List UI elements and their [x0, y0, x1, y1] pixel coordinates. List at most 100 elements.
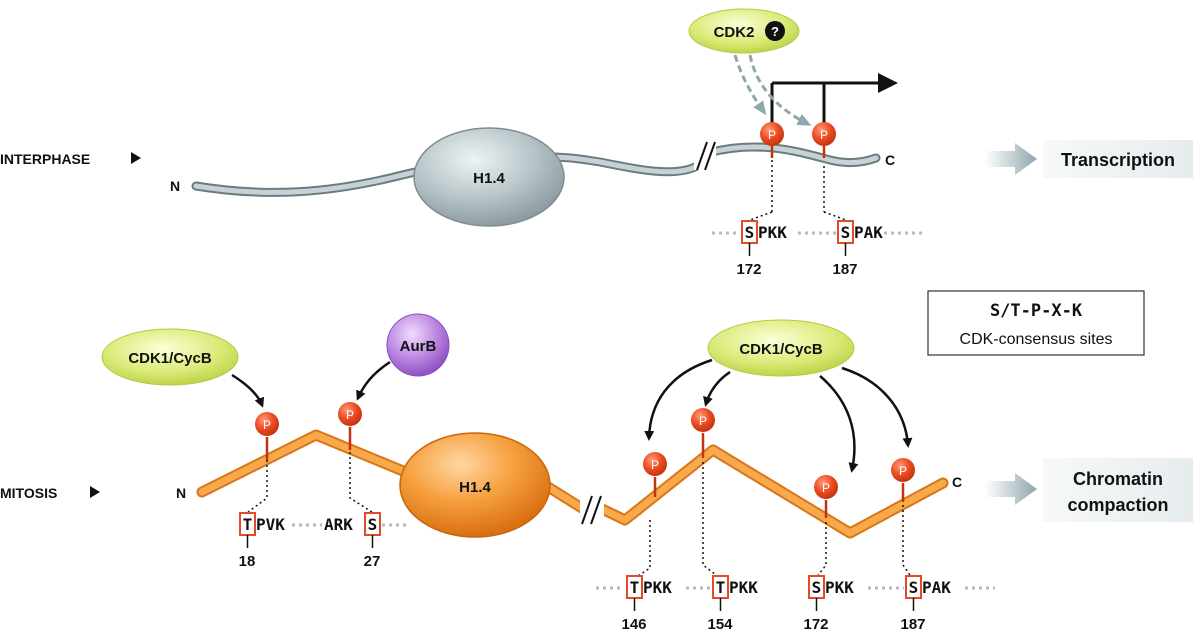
- compaction-label: compaction: [1067, 495, 1168, 515]
- chromatin-label: Chromatin: [1073, 469, 1163, 489]
- site-187-mitosis-residue: S: [909, 578, 919, 597]
- consensus-legend: S/T-P-X-K CDK-consensus sites: [927, 290, 1145, 356]
- site-146-number: 146: [621, 616, 646, 633]
- dropline-154: [702, 462, 721, 579]
- site-27-residue: S: [368, 515, 378, 534]
- dropline-172-bend: [749, 211, 773, 221]
- interphase-protein-label: H1.4: [473, 170, 505, 187]
- site-172-motif: PKK: [758, 223, 787, 242]
- phospho-group-172: P: [760, 122, 784, 158]
- interphase-c-terminus-label: C: [885, 152, 895, 168]
- site-27-motif: ARK: [324, 515, 353, 534]
- interphase-stage-label: INTERPHASE: [0, 151, 90, 167]
- interphase-n-terminus-label: N: [170, 178, 180, 194]
- interphase-h1-4-globular-domain: [413, 127, 565, 227]
- mitosis-stage-label: MITOSIS: [0, 485, 57, 501]
- mitosis-chain-mid: [541, 481, 589, 514]
- site-18-number: 18: [239, 553, 256, 570]
- site-154-number: 154: [707, 616, 733, 633]
- question-icon: [765, 21, 785, 41]
- mitosis-n-terminus-label: N: [176, 485, 186, 501]
- aurb-kinase: AurB: [386, 313, 450, 377]
- dropline-187-bend: [823, 211, 847, 221]
- transcription-box: [1043, 140, 1193, 178]
- interphase-stage-pointer-icon: [131, 152, 141, 164]
- svg-text:P: P: [263, 418, 271, 432]
- mitosis-h1-4-globular-domain: [399, 432, 551, 538]
- aurb-arrow: [356, 360, 391, 401]
- svg-text:P: P: [899, 464, 907, 478]
- interphase-panel: INTERPHASE H1.4 N C CDK2 ?: [0, 8, 1193, 278]
- cdk1-arrow-172: [819, 375, 859, 473]
- svg-text:P: P: [820, 128, 828, 142]
- site-187-motif: PAK: [854, 223, 883, 242]
- cdk1-left-label: CDK1/CycB: [128, 350, 212, 367]
- svg-text:P: P: [822, 481, 830, 495]
- mitosis-chain-break-mark: [580, 494, 604, 525]
- chromatin-compaction-box: [1043, 458, 1193, 522]
- interphase-chain-c: [709, 144, 879, 166]
- transcription-start-arrow: [770, 73, 898, 128]
- dropline-27: [349, 452, 373, 513]
- site-146-motif: PKK: [643, 578, 672, 597]
- cdk1-left-arrow: [231, 373, 265, 408]
- site-187-mitosis-number: 187: [900, 616, 925, 633]
- site-187-residue: S: [841, 223, 851, 242]
- svg-text:P: P: [768, 128, 776, 142]
- mitosis-protein-label: H1.4: [459, 479, 491, 496]
- mitosis-chain-n: [198, 431, 424, 496]
- phospho-group-187: P: [812, 122, 836, 158]
- site-172-residue: S: [745, 223, 755, 242]
- site-187-number: 187: [832, 261, 857, 278]
- site-172-number: 172: [736, 261, 761, 278]
- mitosis-outcome-arrow: [985, 473, 1037, 505]
- mitosis-n-sequence: T PVK 18 ARK S 27: [239, 512, 410, 570]
- phospho-group-27: P: [338, 402, 362, 450]
- phospho-group-187-mitosis: P: [891, 458, 915, 502]
- cdk2-dashed-arrow-172: [733, 54, 767, 116]
- site-187-mitosis-motif: PAK: [922, 578, 951, 597]
- cdk2-label: CDK2: [714, 24, 755, 41]
- interphase-sequence: S PKK 172 S PAK 187: [712, 220, 925, 278]
- legend-motif: S/T-P-X-K: [990, 301, 1083, 321]
- cdk1-arrow-154: [703, 370, 731, 407]
- svg-text:P: P: [651, 458, 659, 472]
- site-172-mitosis-number: 172: [803, 616, 828, 633]
- cdk2-kinase: CDK2 ?: [688, 8, 800, 54]
- site-172-mitosis-motif: PKK: [825, 578, 854, 597]
- phospho-group-154: P: [691, 408, 715, 458]
- phospho-group-172-mitosis: P: [814, 475, 838, 518]
- cdk1-arrow-187: [841, 366, 913, 448]
- mitosis-chain-c: [596, 446, 947, 537]
- cdk1-cycb-kinase-right: CDK1/CycB: [707, 319, 855, 377]
- phospho-group-146: P: [643, 452, 667, 497]
- mitosis-c-sequence: T PKK 146 T PKK 154 S PKK 172 S PAK 187: [596, 575, 995, 633]
- site-27-number: 27: [364, 553, 381, 570]
- site-172-mitosis-residue: S: [812, 578, 822, 597]
- interphase-chain-break-mark: [694, 140, 716, 171]
- mitosis-panel: MITOSIS H1.4 N C CDK1/CycB AurB: [0, 313, 1193, 633]
- site-154-residue: T: [716, 578, 726, 597]
- cdk1-cycb-kinase-left: CDK1/CycB: [101, 328, 239, 386]
- interphase-outcome-arrow: [985, 143, 1037, 175]
- legend-caption: CDK-consensus sites: [960, 331, 1113, 348]
- aurb-label: AurB: [400, 338, 437, 355]
- cdk2-question-mark: ?: [771, 24, 779, 39]
- cdk1-arrow-146: [644, 358, 713, 441]
- cdk1-right-label: CDK1/CycB: [739, 341, 823, 358]
- dropline-172-mitosis: [815, 522, 827, 579]
- dropline-146: [634, 520, 651, 579]
- phospho-group-18: P: [255, 412, 279, 460]
- site-18-motif: PVK: [256, 515, 285, 534]
- legend-box: [927, 290, 1145, 356]
- site-154-motif: PKK: [729, 578, 758, 597]
- site-18-residue: T: [243, 515, 253, 534]
- site-146-residue: T: [630, 578, 640, 597]
- svg-text:P: P: [699, 414, 707, 428]
- dropline-187-mitosis: [902, 505, 913, 579]
- mitosis-c-terminus-label: C: [952, 474, 962, 490]
- cdk2-dashed-arrow-187: [748, 54, 812, 126]
- transcription-label: Transcription: [1061, 150, 1175, 170]
- svg-text:P: P: [346, 408, 354, 422]
